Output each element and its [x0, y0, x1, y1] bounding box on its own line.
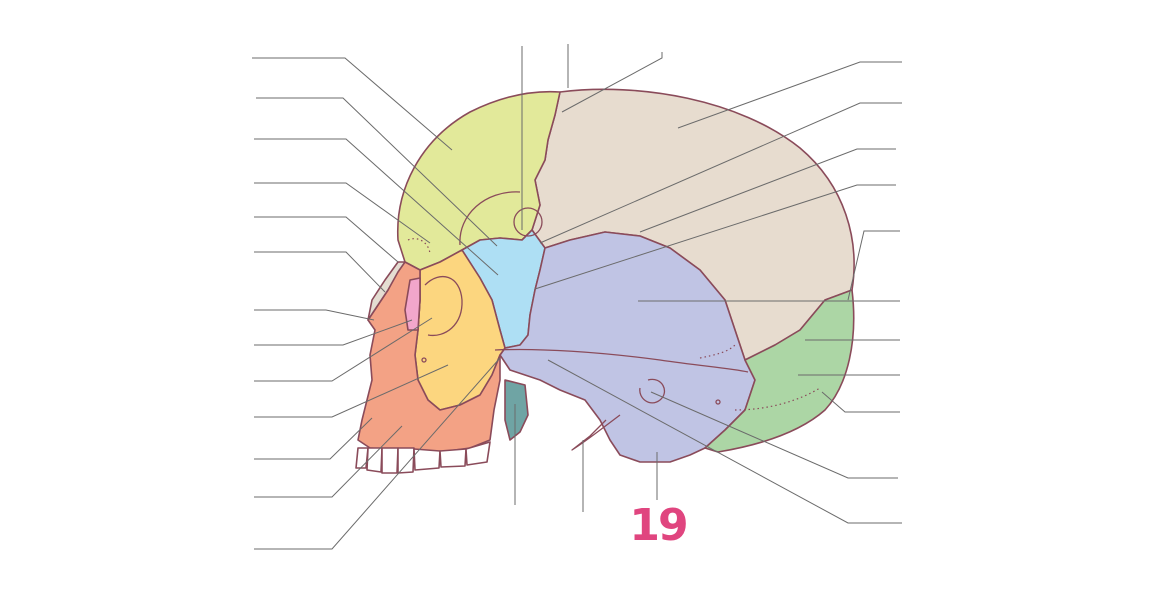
maxilla-bone — [357, 261, 501, 453]
zygomatic-arch-line — [494, 348, 749, 373]
tooth — [355, 447, 369, 469]
leader-line — [254, 138, 499, 276]
nasal-bone — [367, 261, 406, 321]
leader-line — [254, 317, 433, 382]
tooth — [413, 448, 441, 471]
leader-line — [547, 359, 902, 524]
lacrimal-bone — [404, 277, 421, 331]
styloid-region — [504, 379, 529, 441]
temporal-bone — [499, 231, 756, 463]
leader-line — [561, 52, 663, 113]
external-acoustic-meatus — [639, 378, 665, 404]
leader-line — [254, 364, 449, 418]
foramen-dot — [421, 357, 427, 363]
orbit-rim — [424, 276, 463, 337]
tooth — [465, 441, 491, 466]
leader-line — [254, 357, 501, 550]
leader-line — [254, 216, 399, 263]
tooth — [397, 447, 415, 474]
leader-line — [254, 425, 403, 498]
tooth — [366, 447, 383, 473]
leader-line — [821, 391, 900, 413]
leader-line — [847, 230, 900, 301]
page-number: 19 — [629, 500, 688, 551]
leader-line — [252, 57, 453, 151]
leader-line — [254, 309, 375, 321]
temporal-foramen-dot — [715, 399, 721, 405]
leader-line — [254, 417, 373, 460]
leader-line — [254, 251, 386, 293]
teeth-row — [355, 441, 491, 474]
leader-line — [639, 148, 896, 233]
leader-line — [539, 102, 902, 244]
leader-line — [254, 319, 413, 346]
leader-line — [534, 184, 896, 290]
leader-line — [650, 391, 898, 479]
styloid-process — [571, 414, 621, 451]
leader-line — [256, 97, 498, 247]
label-leader-lines — [252, 44, 902, 550]
pterion-circle — [513, 207, 543, 237]
occipital-dotted-line — [734, 387, 821, 411]
leader-line — [254, 182, 431, 244]
tooth — [439, 448, 467, 468]
temporal-line — [459, 191, 521, 246]
leader-line — [677, 61, 902, 129]
tooth — [381, 447, 399, 474]
